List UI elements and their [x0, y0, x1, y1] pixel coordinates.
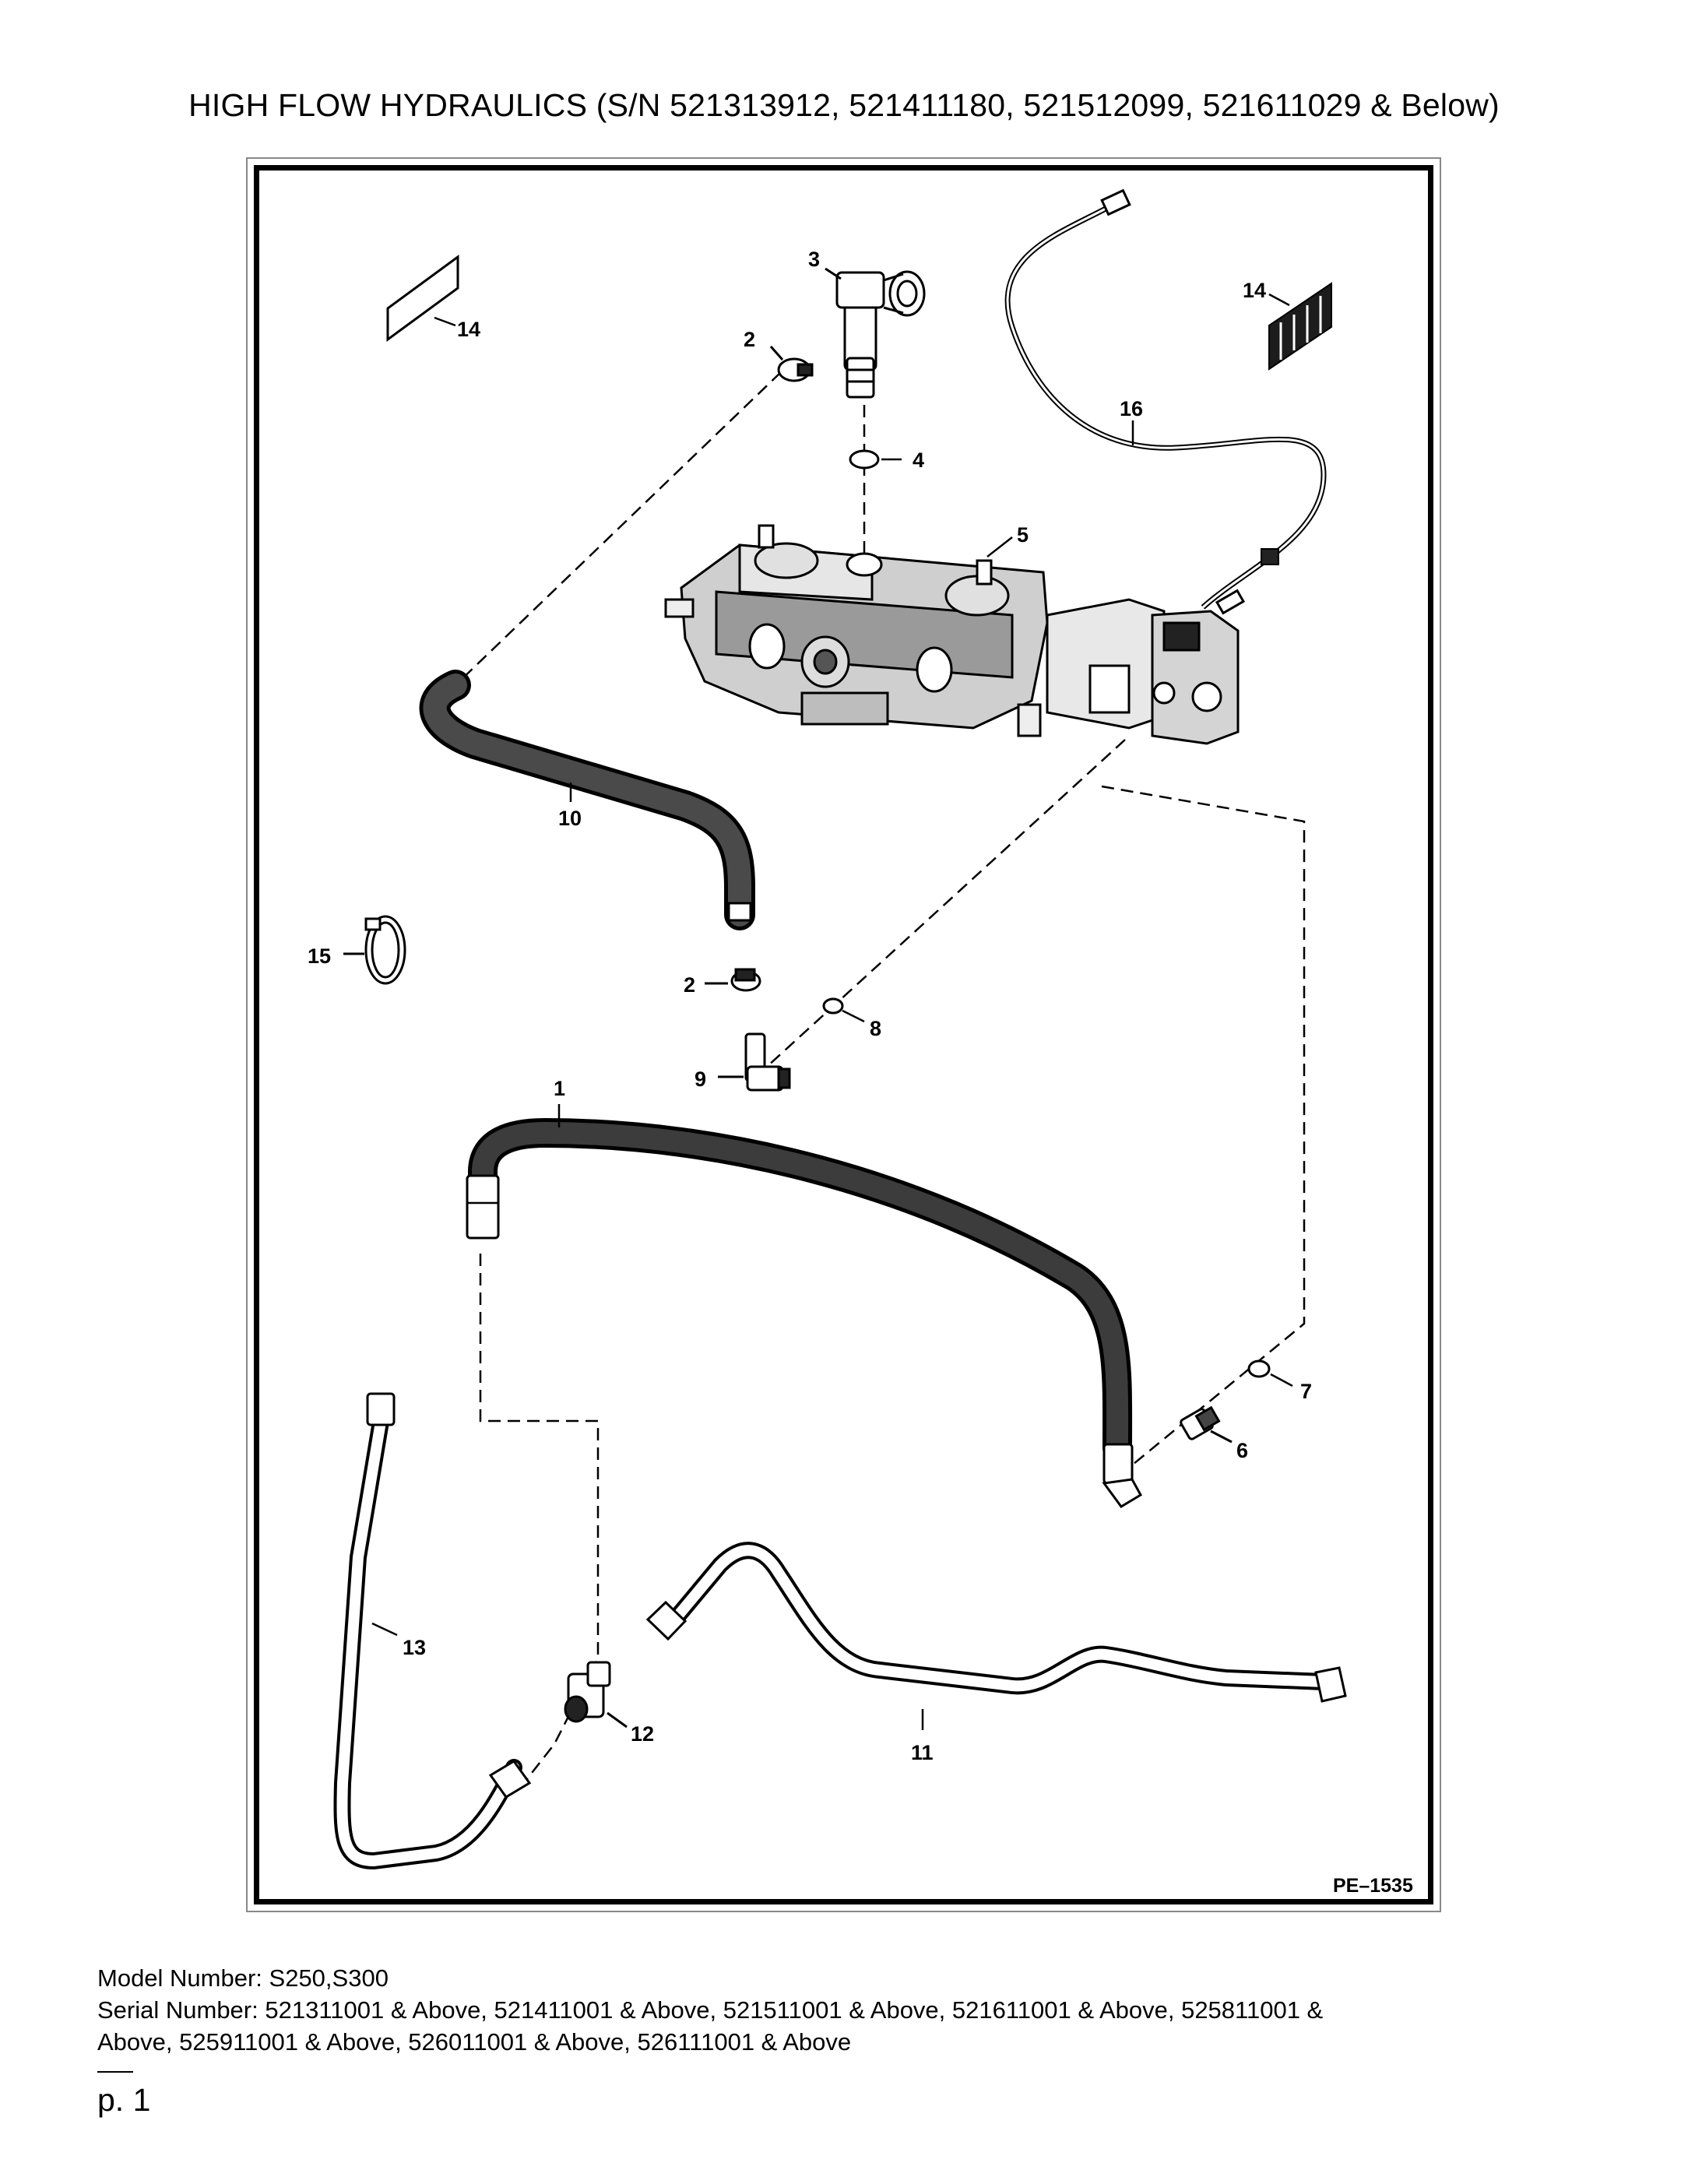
- page-title: HIGH FLOW HYDRAULICS (S/N 521313912, 521…: [188, 87, 1500, 123]
- model-number-line: Model Number: S250,S300: [97, 1964, 389, 1992]
- callout-11: 11: [911, 1741, 934, 1764]
- decal-part-14-right: [1268, 282, 1332, 371]
- hose-part-10: [419, 670, 755, 930]
- steel-tube-part-13: [333, 1392, 532, 1870]
- wire-harness-part-16: [1004, 188, 1327, 615]
- steel-tube-part-11: [645, 1542, 1347, 1730]
- cable-strap-part-15: [343, 915, 406, 985]
- o-ring-part-7: [1247, 1359, 1271, 1378]
- callout-10: 10: [558, 807, 582, 830]
- callout-14-right: 14: [1243, 279, 1266, 302]
- callout-1: 1: [554, 1077, 565, 1100]
- serial-number-line-2: Above, 525911001 & Above, 526011001 & Ab…: [97, 2028, 852, 2056]
- callout-7: 7: [1300, 1380, 1312, 1403]
- hose-clamp-part-2-upper: [769, 346, 814, 382]
- callout-9: 9: [695, 1067, 706, 1091]
- elbow-fitting-part-9: [718, 1032, 791, 1092]
- diagram-frame: [254, 165, 1433, 1904]
- adapter-fitting-part-6: [1180, 1405, 1233, 1444]
- callout-13: 13: [403, 1636, 426, 1659]
- callout-3: 3: [808, 248, 820, 271]
- assembly-guide-lines: [455, 371, 1306, 1792]
- callout-4: 4: [913, 448, 924, 472]
- callout-15: 15: [308, 944, 331, 968]
- hose-clamp-part-2-lower: [705, 968, 761, 992]
- serial-number-line-1: Serial Number: 521311001 & Above, 521411…: [97, 1996, 1324, 2024]
- o-ring-part-8: [822, 997, 844, 1015]
- hydrostatic-pump-part-5: [664, 524, 1240, 745]
- decal-part-14-left: [386, 255, 459, 342]
- callout-12: 12: [631, 1722, 654, 1746]
- hose-part-1: [466, 1104, 1143, 1508]
- callout-8: 8: [870, 1017, 881, 1040]
- callout-16: 16: [1120, 397, 1143, 420]
- diagram-frame-outer: [246, 157, 1441, 1912]
- tee-fitting-part-3: [825, 267, 926, 399]
- callout-2-upper: 2: [744, 328, 755, 351]
- callout-2-lower: 2: [684, 973, 695, 997]
- callout-14-left: 14: [457, 318, 480, 341]
- model-serial-info: Model Number: S250,S300 Serial Number: 5…: [97, 1962, 1323, 2058]
- page-number-rule: [97, 2071, 133, 2073]
- figure-id-label: PE–1535: [1333, 1875, 1413, 1897]
- callout-5: 5: [1017, 523, 1029, 547]
- tee-adapter-part-12: [564, 1661, 628, 1729]
- callout-6: 6: [1236, 1439, 1248, 1462]
- page-number: p. 1: [97, 2082, 151, 2118]
- o-ring-part-4: [849, 449, 880, 470]
